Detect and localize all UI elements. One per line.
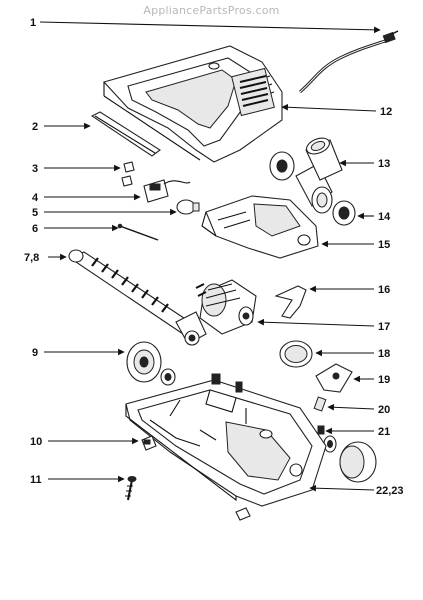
callout-5: 5 — [32, 207, 38, 219]
callout-4: 4 — [32, 192, 39, 204]
callout-20: 20 — [378, 404, 390, 416]
callout-18: 18 — [378, 348, 390, 360]
callout-11: 11 — [30, 474, 42, 486]
callout-3: 3 — [32, 163, 38, 175]
part-hose-connector — [269, 137, 343, 214]
part-switch — [143, 179, 191, 203]
part-small-washer — [317, 425, 337, 453]
part-pin — [117, 223, 159, 241]
callout-16: 16 — [378, 284, 390, 296]
part-base-housing — [125, 373, 327, 507]
callout-22-23: 22,23 — [376, 485, 404, 497]
callout-14: 14 — [378, 211, 391, 223]
callout-7-8: 7,8 — [24, 252, 39, 264]
part-washer-14 — [332, 200, 356, 226]
part-power-cord — [299, 30, 399, 94]
part-caps — [121, 161, 135, 187]
part-hood-cover — [102, 45, 283, 163]
part-pedal — [315, 363, 353, 393]
part-rear-wheel — [339, 441, 377, 483]
part-clip — [274, 285, 307, 319]
part-bracket-plate — [201, 195, 319, 259]
callout-10: 10 — [30, 436, 42, 448]
callout-6: 6 — [32, 223, 38, 235]
callout-12: 12 — [380, 106, 392, 118]
callout-13: 13 — [378, 158, 390, 170]
callout-9: 9 — [32, 347, 38, 359]
callout-1: 1 — [30, 17, 36, 29]
callout-19: 19 — [378, 374, 390, 386]
callout-17: 17 — [378, 321, 390, 333]
part-clip-10 — [141, 435, 157, 451]
part-brush-roll — [68, 249, 207, 346]
leader-lines — [39, 21, 381, 492]
part-belt — [279, 340, 313, 368]
callout-labels: 1 2 3 4 5 6 7,8 9 10 11 12 13 14 15 16 1… — [24, 17, 404, 497]
callout-21: 21 — [378, 426, 390, 438]
part-lamp — [176, 199, 200, 215]
part-screw — [125, 476, 137, 501]
part-bumper-strip — [90, 111, 161, 157]
callout-15: 15 — [378, 239, 390, 251]
callout-2: 2 — [32, 121, 38, 133]
part-loose-fastener — [235, 507, 251, 521]
part-spring — [313, 396, 327, 412]
part-wheel-9 — [126, 341, 176, 386]
watermark: AppliancePartsPros.com — [143, 4, 280, 17]
part-motor — [195, 279, 257, 335]
